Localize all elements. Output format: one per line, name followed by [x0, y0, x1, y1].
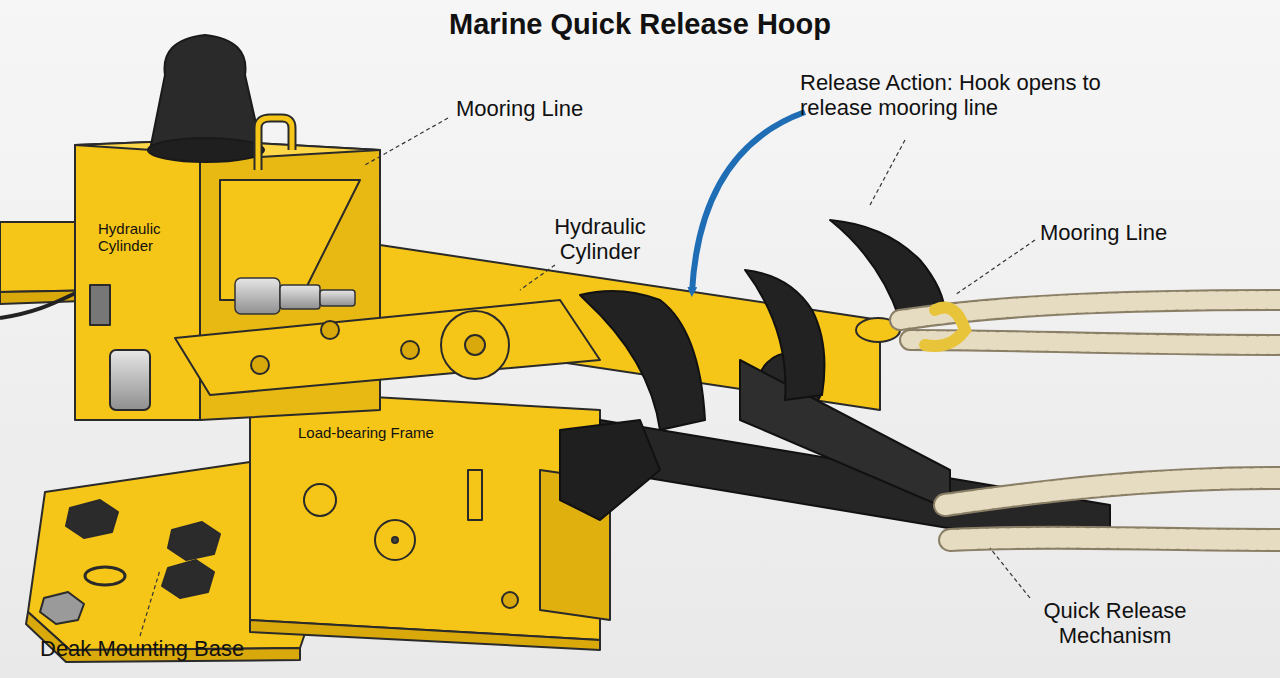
- hex-bolt: [168, 522, 220, 560]
- rope-eye-splice: [925, 308, 965, 347]
- pump-motor: [110, 350, 150, 410]
- leader-lines: [140, 118, 1035, 636]
- rope-outline: [910, 340, 1280, 345]
- lifting-eye: [258, 118, 292, 170]
- bollard-body: [150, 35, 262, 150]
- bollard: [148, 35, 264, 162]
- load-bearing-frame: [250, 390, 610, 650]
- hook-link: [740, 360, 950, 510]
- bolt-head: [251, 356, 269, 374]
- base-ring: [85, 567, 125, 585]
- bollard-base: [148, 138, 264, 162]
- pivot-joint: [441, 311, 509, 379]
- rope-braid: [950, 538, 1280, 540]
- frame-port: [304, 484, 336, 516]
- bolt-head: [401, 341, 419, 359]
- leader-line: [520, 265, 555, 290]
- part-label: Load-bearing Frame: [298, 424, 468, 441]
- hydraulic-fitting: [235, 278, 355, 314]
- part-label: Quick Release Mechanism: [1010, 598, 1220, 649]
- rope-braid: [945, 478, 1280, 505]
- hex-bolt: [162, 560, 214, 598]
- diagram-title: Marine Quick Release Hoop: [240, 8, 1040, 41]
- fitting-nut: [280, 285, 320, 309]
- frame-pin: [502, 592, 518, 608]
- mooring-ropes: [900, 300, 1280, 540]
- hex-bolt: [40, 592, 84, 624]
- hex-bolt: [66, 500, 118, 538]
- frame-edge: [250, 620, 600, 650]
- release-hook: [830, 220, 945, 320]
- valve-block: [90, 285, 110, 325]
- part-label: Hydraulic Cylinder: [530, 214, 670, 265]
- frame-hub: [375, 520, 415, 560]
- leader-line: [140, 570, 160, 636]
- housing-front: [75, 140, 200, 420]
- fitting-body: [235, 278, 280, 314]
- fitting-tip: [320, 290, 355, 306]
- release-hook: [580, 291, 705, 430]
- frame-lever: [468, 470, 482, 520]
- rope-outline: [945, 478, 1280, 505]
- bolt-head: [321, 321, 339, 339]
- pivot-pin: [465, 335, 485, 355]
- lifting-eye: [258, 118, 292, 170]
- part-label: Hydraulic Cylinder: [98, 220, 184, 255]
- leader-line: [990, 548, 1030, 598]
- part-label: Deak Mounting Base: [40, 636, 300, 661]
- rope-braid: [910, 340, 1280, 345]
- rope-outline: [950, 538, 1280, 540]
- part-label: Mooring Line: [1040, 220, 1240, 245]
- action-note: Release Action: Hook opens to release mo…: [800, 70, 1110, 121]
- release-arrow: [692, 112, 805, 292]
- arm-knuckle: [560, 420, 660, 520]
- leader-line: [365, 118, 448, 165]
- leader-line: [955, 240, 1035, 295]
- hydraulic-hose: [0, 292, 78, 318]
- hub-hole: [392, 537, 398, 543]
- release-hook: [745, 270, 824, 400]
- leader-line: [870, 140, 905, 205]
- part-label: Mooring Line: [456, 96, 656, 121]
